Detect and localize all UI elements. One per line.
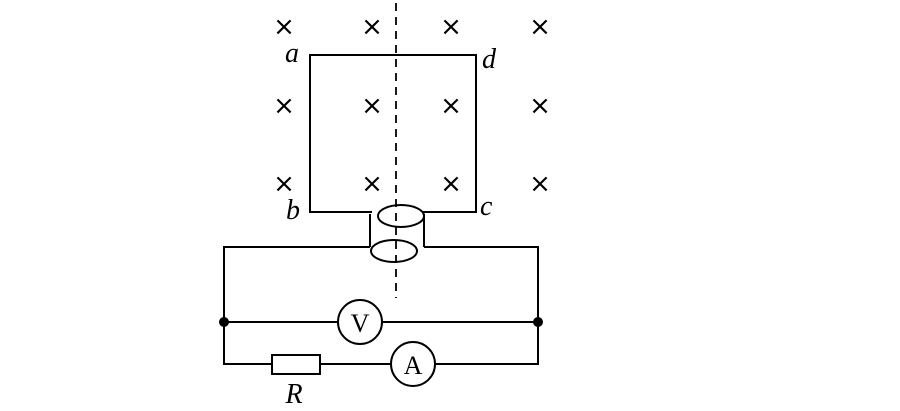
junction-node-left [219,317,229,327]
field-mark-r1-c2: × [361,12,383,42]
voltmeter-circle [337,299,383,345]
field-mark-r2-c3: × [440,91,462,121]
field-mark-r2-c1: × [273,91,295,121]
coil-label-a: a [285,38,299,69]
resistor-label: R [284,379,302,410]
field-mark-r3-c2: × [361,169,383,199]
ammeter-circle [390,341,436,387]
external-wire-right [424,246,539,365]
slip-ring-top [377,204,425,228]
slip-rings [369,204,425,263]
field-mark-r3-c4: × [529,169,551,199]
magnetic-field: × × × × × × × × × × × × [273,12,551,199]
coil-label-c: c [480,191,493,222]
coil-abcd [309,54,477,213]
field-mark-r1-c4: × [529,12,551,42]
field-mark-r2-c4: × [529,91,551,121]
junction-node-right [533,317,543,327]
slip-ring-bottom [370,239,418,263]
resistor-body [271,354,321,375]
resistor: R [271,354,321,410]
voltmeter: V [337,299,383,345]
field-mark-r2-c2: × [361,91,383,121]
field-mark-r3-c3: × [440,169,462,199]
field-mark-r3-c1: × [273,169,295,199]
coil-label-b: b [286,195,300,226]
field-mark-r1-c1: × [273,12,295,42]
voltmeter-symbol: V [351,309,370,338]
coil-label-d: d [482,44,497,75]
external-wire-left [223,246,370,365]
field-mark-r1-c3: × [440,12,462,42]
ammeter: A [390,341,436,387]
ammeter-symbol: A [404,351,423,380]
